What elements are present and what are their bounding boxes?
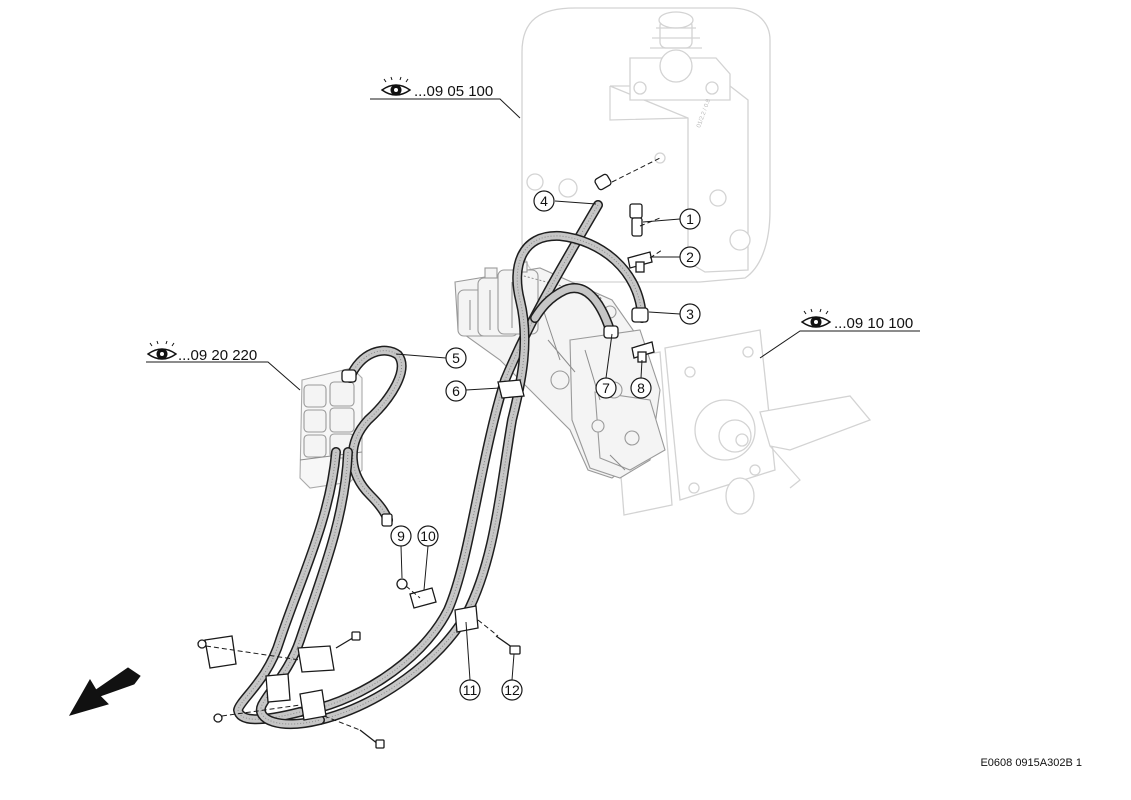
- reference-right: ...09 10 100: [800, 308, 913, 332]
- svg-text:6: 6: [452, 383, 460, 399]
- direction-arrow-icon: [68, 667, 141, 716]
- fitting-4: [594, 173, 612, 191]
- assembly-line: [221, 704, 301, 717]
- bolt-12: [495, 635, 521, 655]
- bolt-head-upper: [351, 631, 361, 641]
- svg-text:7: 7: [602, 380, 610, 396]
- bolt-head-lower: [375, 739, 385, 749]
- hose-end-lower: [381, 513, 393, 527]
- hydraulic-tank-ghost: 01/2.2 / 0.8: [521, 7, 771, 283]
- eye-icon: [800, 308, 832, 328]
- assembly-line: [477, 619, 499, 637]
- svg-text:5: 5: [452, 350, 460, 366]
- callout-11: 11: [459, 679, 481, 701]
- fitting-3: [631, 307, 649, 323]
- svg-text:12: 12: [504, 682, 520, 698]
- callout-1: 1: [679, 208, 701, 230]
- svg-text:11: 11: [463, 682, 478, 698]
- reference-left: ...09 20 220: [146, 340, 257, 364]
- eye-icon: [380, 76, 412, 96]
- callout-3: 3: [679, 303, 701, 325]
- svg-text:...09 20 220: ...09 20 220: [178, 347, 257, 364]
- callout-4: 4: [533, 190, 555, 212]
- svg-text:2: 2: [686, 249, 694, 265]
- assembly-line: [405, 585, 421, 599]
- callout-leaders: [146, 98, 920, 681]
- clamp-lower-center: [265, 673, 291, 703]
- fitting-1: [629, 203, 643, 237]
- assembly-line: [639, 217, 661, 227]
- nut-lower-left: [213, 713, 223, 723]
- svg-text:...09 05 100: ...09 05 100: [414, 83, 493, 100]
- clamp-lower-left: [204, 635, 237, 669]
- callout-9: 9: [390, 525, 412, 547]
- hydraulic-pump-assembly: [454, 261, 666, 479]
- assembly-line: [323, 715, 361, 731]
- fitting-2: [627, 251, 653, 273]
- drawing-code: E0608 0915A302B 1: [980, 757, 1082, 769]
- fitting-5: [341, 369, 357, 383]
- fittings: [197, 157, 663, 749]
- clamp-10: [409, 587, 437, 609]
- svg-text:9: 9: [397, 528, 405, 544]
- bolt-lower: [359, 729, 379, 745]
- reference-top: ...09 05 100: [380, 76, 493, 100]
- callout-10: 10: [417, 525, 439, 547]
- svg-text:1: 1: [686, 211, 694, 227]
- hose-lines: [233, 200, 647, 730]
- clamp-lower-mid: [297, 645, 335, 673]
- clamp-lower-right: [299, 689, 327, 721]
- fitting-8: [631, 341, 655, 363]
- assembly-line: [611, 157, 661, 183]
- eye-icon: [146, 340, 178, 360]
- nut-upper-left: [197, 639, 207, 649]
- callout-12: 12: [501, 679, 523, 701]
- svg-text:3: 3: [686, 306, 694, 322]
- svg-text:...09 10 100: ...09 10 100: [834, 315, 913, 332]
- callout-2: 2: [679, 246, 701, 268]
- fitting-7: [603, 325, 619, 339]
- callout-5: 5: [445, 347, 467, 369]
- clamp-6: [497, 379, 525, 399]
- nut-9: [396, 578, 408, 590]
- svg-text:4: 4: [540, 193, 548, 209]
- clamp-11: [454, 605, 479, 633]
- svg-text:10: 10: [420, 528, 436, 544]
- callout-8: 8: [630, 377, 652, 399]
- callouts: 1 2 3 4 5 6 7 8 9 10 11 12: [390, 190, 701, 701]
- callout-7: 7: [595, 377, 617, 399]
- callout-6: 6: [445, 380, 467, 402]
- svg-text:8: 8: [637, 380, 645, 396]
